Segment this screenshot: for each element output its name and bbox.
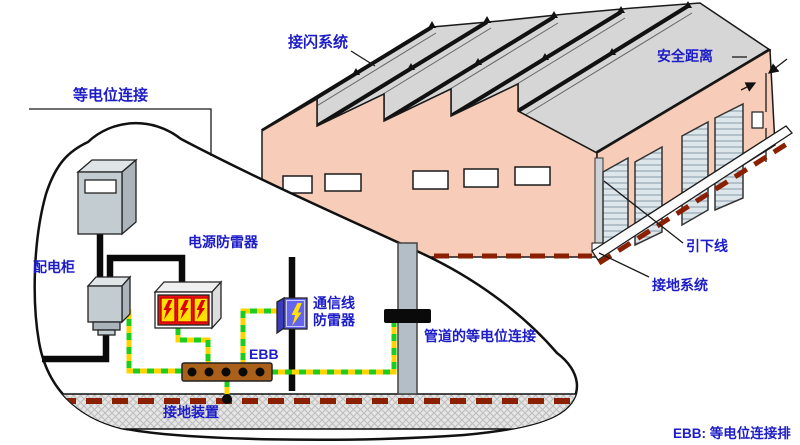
safety-distance-arrow [767,58,788,74]
ebb-terminal-holes [187,367,265,377]
cabinet-to-spd-wire [106,254,186,288]
bubble-labels: 配电柜 电源防雷器 通信线 防雷器 EBB 管道的等电位连接 接地装置 [33,234,536,420]
air-terminal-tabs [352,1,692,75]
comm-surge-protector [276,296,308,335]
base-ledge [591,125,793,261]
bonding-wire-comm-spd-stripe [240,308,285,363]
label-comm-spd-line2: 防雷器 [313,312,356,328]
leader-equipotential [29,108,212,156]
lightning-bolt-icon [291,303,302,326]
wall-down-conductor [751,73,767,162]
leader-air-termination [350,50,376,67]
earthing-strip-group [34,393,577,430]
label-earthing-device: 接地装置 [163,404,219,420]
corner-down-conductor [594,157,604,251]
label-ebb: EBB [249,346,279,362]
power-wires [42,234,296,391]
bonding-wire-power-spd-stripe [175,328,211,363]
window [463,168,499,188]
power-surge-protector [153,280,223,330]
window [514,166,551,186]
leader-down-conductor [603,180,684,244]
factory-building [260,1,795,266]
earth-connection-point [222,394,232,404]
bonding-wire-pipe-stripe [271,321,397,375]
building-annotations: 接闪系统 安全距离 引下线 接地系统 [288,33,788,293]
label-safety-distance: 安全距离 [657,48,713,64]
label-air-termination-system: 接闪系统 [288,33,348,51]
window [282,175,313,194]
safety-distance-arrow [740,82,757,92]
front-wall-windows [282,166,551,194]
ebb-bar [181,362,273,382]
meter-display [84,179,117,194]
label-equipotential-bonding: 等电位连接 [73,86,148,104]
label-distribution-cabinet: 配电柜 [33,259,75,275]
lightning-bolt-icon [163,300,206,320]
window [324,173,362,192]
label-comm-spd-line1: 通信线 [313,295,355,311]
label-down-conductor: 引下线 [686,238,728,254]
ground-ring-dashed-line [597,137,795,266]
label-earthing-system: 接地系统 [652,277,708,293]
pipe-bonding-clamp [384,309,431,323]
label-ebb-note: EBB: 等电位连接排 [673,425,791,441]
distribution-cabinet-meter [76,158,138,236]
leader-earthing-system [598,252,650,278]
label-pipe-bonding: 管道的等电位连接 [424,328,536,344]
equipotential-annotation: 等电位连接 [29,86,212,156]
label-power-spd: 电源防雷器 [188,234,259,250]
window [412,170,449,190]
distribution-cabinet-box [86,275,132,336]
junction-box [751,111,764,129]
